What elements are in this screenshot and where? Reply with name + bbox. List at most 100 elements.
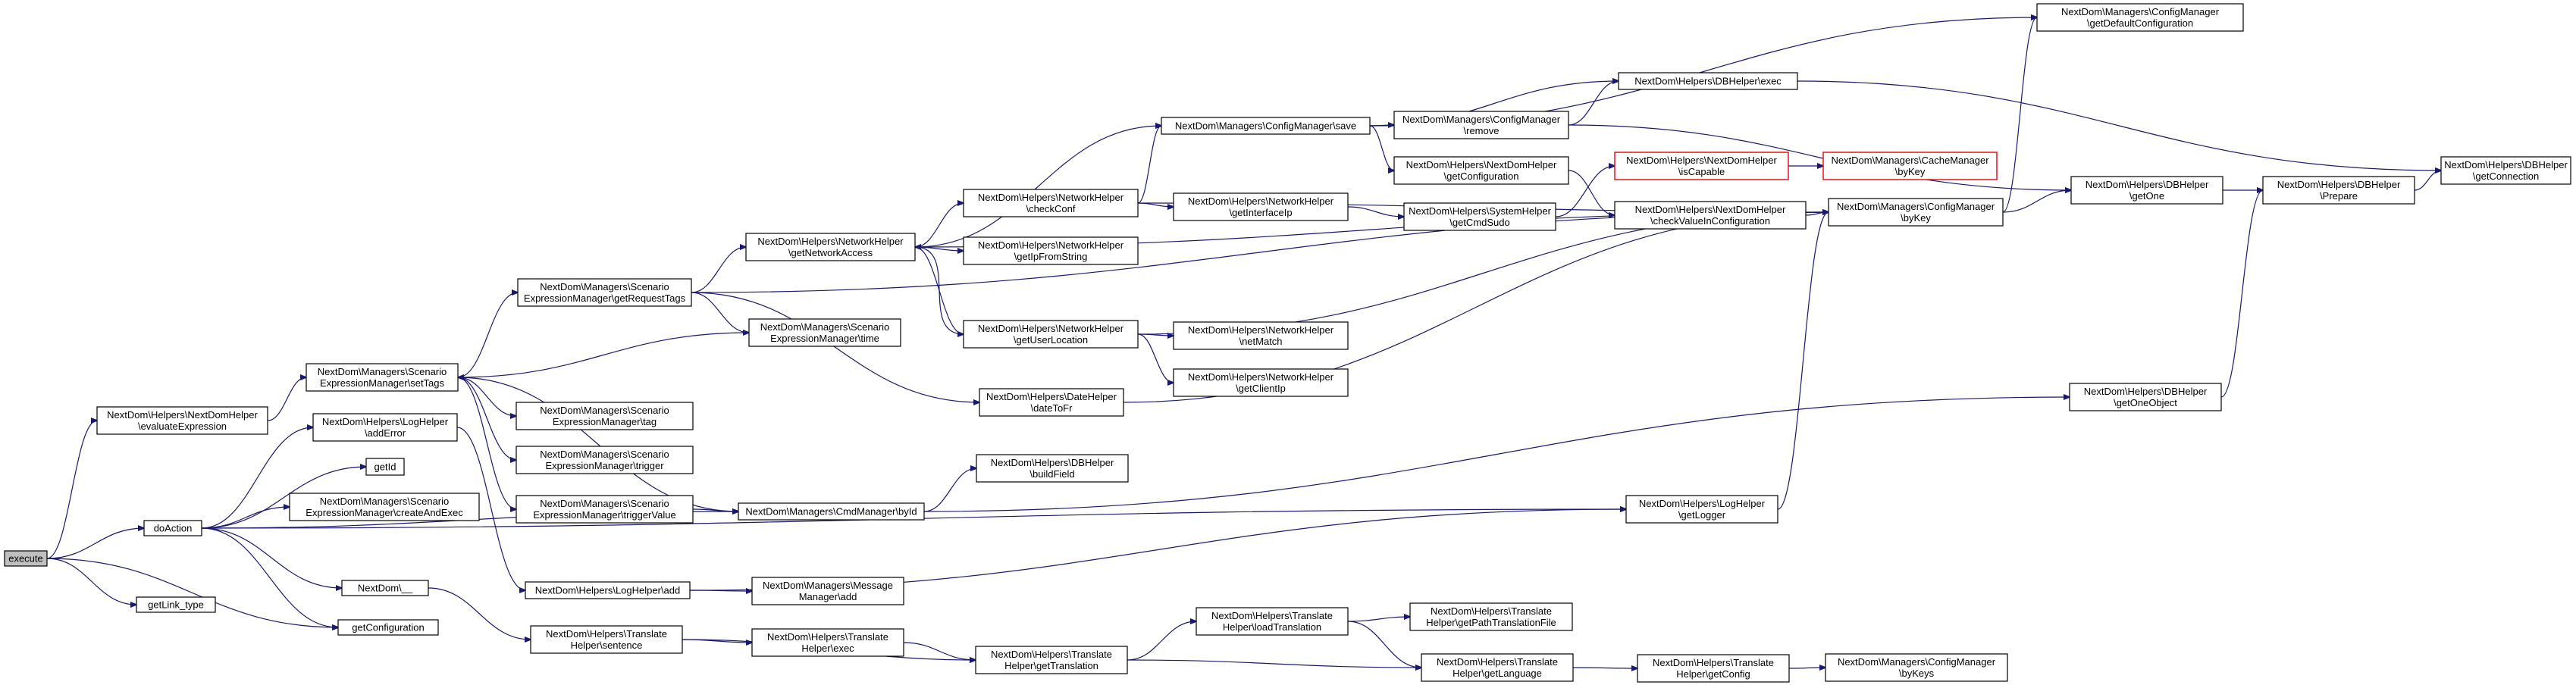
node-create-and-exec[interactable]: NextDom\Managers\ScenarioExpressionManag…	[289, 493, 480, 521]
node-box	[1822, 152, 1998, 180]
node-execute[interactable]: execute	[4, 550, 48, 567]
node-check-value-in-configuration[interactable]: NextDom\Helpers\NextDomHelper\checkValue…	[1614, 201, 1807, 230]
node-get-connection[interactable]: NextDom\Helpers\DBHelper\getConnection	[2440, 156, 2571, 185]
node-get-configuration[interactable]: getConfiguration	[337, 619, 439, 636]
node-cmd-by-id[interactable]: NextDom\Managers\CmdManager\byId	[738, 502, 925, 521]
node-prepare[interactable]: NextDom\Helpers\DBHelper\Prepare	[2262, 176, 2415, 205]
node-label: \checkConf	[1026, 203, 1075, 214]
node-log-get-logger[interactable]: NextDom\Helpers\LogHelper\getLogger	[1625, 495, 1778, 524]
node-box	[1403, 202, 1556, 231]
node-get-ip-from-string[interactable]: NextDom\Helpers\NetworkHelper\getIpFromS…	[963, 236, 1139, 265]
node-box	[365, 458, 405, 476]
node-label: NextDom\Managers\Scenario	[320, 496, 450, 507]
edge-underscore-to-sentence	[428, 587, 531, 640]
node-box	[963, 236, 1139, 265]
node-label: doAction	[154, 523, 193, 534]
node-get-interface-ip[interactable]: NextDom\Helpers\NetworkHelper\getInterfa…	[1173, 192, 1349, 221]
node-label: ExpressionManager\triggerValue	[533, 509, 675, 521]
node-label: NextDom\__	[358, 583, 413, 594]
node-get-network-access[interactable]: NextDom\Helpers\NetworkHelper\getNetwork…	[745, 233, 916, 261]
node-get-request-tags[interactable]: NextDom\Managers\ScenarioExpressionManag…	[517, 278, 692, 307]
node-label: NextDom\Helpers\DBHelper	[2444, 159, 2568, 170]
node-is-capable[interactable]: NextDom\Helpers\NextDomHelper\isCapable	[1614, 152, 1789, 180]
edge-sm-trigger-value-to-cmd-by-id	[692, 509, 738, 511]
node-net-match[interactable]: NextDom\Helpers\NetworkHelper\netMatch	[1173, 321, 1349, 350]
node-label: \byKey	[1901, 212, 1931, 224]
node-add-error[interactable]: NextDom\Helpers\LogHelper\addError	[312, 413, 458, 442]
node-nd-get-configuration[interactable]: NextDom\Helpers\NextDomHelper\getConfigu…	[1393, 156, 1569, 185]
node-get-one[interactable]: NextDom\Helpers\DBHelper\getOne	[2070, 176, 2223, 205]
node-sm-trigger[interactable]: NextDom\Managers\ScenarioExpressionManag…	[516, 446, 694, 474]
node-label: Helper\getPathTranslationFile	[1426, 617, 1556, 628]
node-box	[976, 454, 1129, 483]
node-config-remove[interactable]: NextDom\Managers\ConfigManager\remove	[1393, 111, 1569, 139]
edge-config-by-key-to-get-one	[2002, 190, 2071, 213]
node-box	[1161, 117, 1371, 135]
node-date-to-fr[interactable]: NextDom\Helpers\DateHelper\dateToFr	[979, 388, 1124, 417]
edge-config-save-to-nd-get-configuration	[1369, 125, 1394, 170]
node-label: NextDom\Helpers\NextDomHelper	[1635, 204, 1786, 215]
node-label: \getOne	[2129, 190, 2164, 202]
node-box	[337, 619, 439, 636]
node-get-link-type[interactable]: getLink_type	[136, 596, 216, 613]
node-label: NextDom\Helpers\Translate	[767, 631, 888, 643]
node-config-by-keys[interactable]: NextDom\Managers\ConfigManager\byKeys	[1825, 653, 2008, 682]
node-sm-time[interactable]: NextDom\Managers\ScenarioExpressionManag…	[748, 318, 901, 347]
node-log-add[interactable]: NextDom\Helpers\LogHelper\add	[525, 581, 691, 599]
node-sm-trigger-value[interactable]: NextDom\Managers\ScenarioExpressionManag…	[516, 495, 694, 524]
node-evaluate-expression[interactable]: NextDom\Helpers\NextDomHelper\evaluateEx…	[96, 406, 268, 435]
node-cache-by-key[interactable]: NextDom\Managers\CacheManager\byKey	[1822, 152, 1998, 180]
node-sm-tag[interactable]: NextDom\Managers\ScenarioExpressionManag…	[516, 402, 694, 430]
node-box	[4, 550, 48, 567]
edge-get-user-location-to-get-client-ip	[1137, 333, 1174, 383]
node-label: NextDom\Helpers\NetworkHelper	[757, 236, 904, 247]
node-db-exec[interactable]: NextDom\Helpers\DBHelper\exec	[1618, 72, 1798, 90]
node-label: NextDom\Helpers\Translate	[991, 649, 1112, 660]
node-label: NextDom\Helpers\DBHelper	[2086, 179, 2209, 190]
edge-config-save-to-get-default-configuration	[1369, 17, 2037, 127]
node-label: NextDom\Managers\CmdManager\byId	[745, 506, 917, 518]
edge-execute-to-get-link-type	[46, 558, 136, 605]
node-underscore[interactable]: NextDom\__	[341, 580, 429, 596]
node-label: NextDom\Helpers\DateHelper	[986, 391, 1117, 402]
node-get-path-translation-file[interactable]: NextDom\Helpers\TranslateHelper\getPathT…	[1409, 602, 1573, 631]
node-get-language[interactable]: NextDom\Helpers\TranslateHelper\getLangu…	[1421, 653, 1574, 682]
node-label: \getInterfaceIp	[1229, 207, 1292, 218]
node-label: NextDom\Helpers\Translate	[1437, 656, 1558, 668]
node-check-conf[interactable]: NextDom\Helpers\NetworkHelper\checkConf	[963, 189, 1139, 217]
node-label: NextDom\Helpers\NextDomHelper	[1626, 155, 1777, 166]
node-do-action[interactable]: doAction	[143, 520, 202, 536]
node-get-cmd-sudo[interactable]: NextDom\Helpers\SystemHelper\getCmdSudo	[1403, 202, 1556, 231]
node-get-user-location[interactable]: NextDom\Helpers\NetworkHelper\getUserLoc…	[963, 320, 1139, 349]
edge-prepare-to-get-connection	[2414, 170, 2441, 191]
node-get-translation[interactable]: NextDom\Helpers\TranslateHelper\getTrans…	[975, 646, 1128, 674]
node-label: ExpressionManager\trigger	[545, 460, 664, 471]
node-label: \getDefaultConfiguration	[2087, 17, 2193, 29]
edge-set-tags-to-sm-trigger-value	[457, 377, 516, 509]
node-box	[136, 596, 216, 613]
node-th-get-config[interactable]: NextDom\Helpers\TranslateHelper\getConfi…	[1637, 654, 1790, 683]
node-label: NextDom\Managers\CacheManager	[1831, 155, 1989, 166]
node-label: ExpressionManager\createAndExec	[306, 507, 463, 518]
node-box	[1409, 602, 1573, 631]
node-label: NextDom\Helpers\NetworkHelper	[1188, 195, 1334, 207]
node-set-tags[interactable]: NextDom\Managers\ScenarioExpressionManag…	[306, 363, 459, 392]
node-load-translation[interactable]: NextDom\Helpers\TranslateHelper\loadTran…	[1196, 607, 1349, 636]
node-get-client-ip[interactable]: NextDom\Helpers\NetworkHelper\getClientI…	[1173, 368, 1349, 397]
node-config-by-key[interactable]: NextDom\Managers\ConfigManager\byKey	[1828, 198, 2004, 227]
node-get-one-object[interactable]: NextDom\Helpers\DBHelper\getOneObject	[2069, 383, 2222, 411]
node-get-default-configuration[interactable]: NextDom\Managers\ConfigManager\getDefaul…	[2036, 3, 2244, 32]
node-box	[525, 581, 691, 599]
node-label: NextDom\Helpers\NetworkHelper	[1188, 371, 1334, 383]
node-build-field[interactable]: NextDom\Helpers\DBHelper\buildField	[976, 454, 1129, 483]
node-label: NextDom\Helpers\NextDomHelper	[1406, 159, 1557, 170]
node-box	[1173, 321, 1349, 350]
node-get-id[interactable]: getId	[365, 458, 405, 476]
edge-cmd-by-id-to-build-field	[923, 468, 976, 512]
node-label: NextDom\Helpers\DBHelper	[991, 457, 1114, 468]
node-box	[1825, 653, 2008, 682]
node-config-save[interactable]: NextDom\Managers\ConfigManager\save	[1161, 117, 1371, 135]
